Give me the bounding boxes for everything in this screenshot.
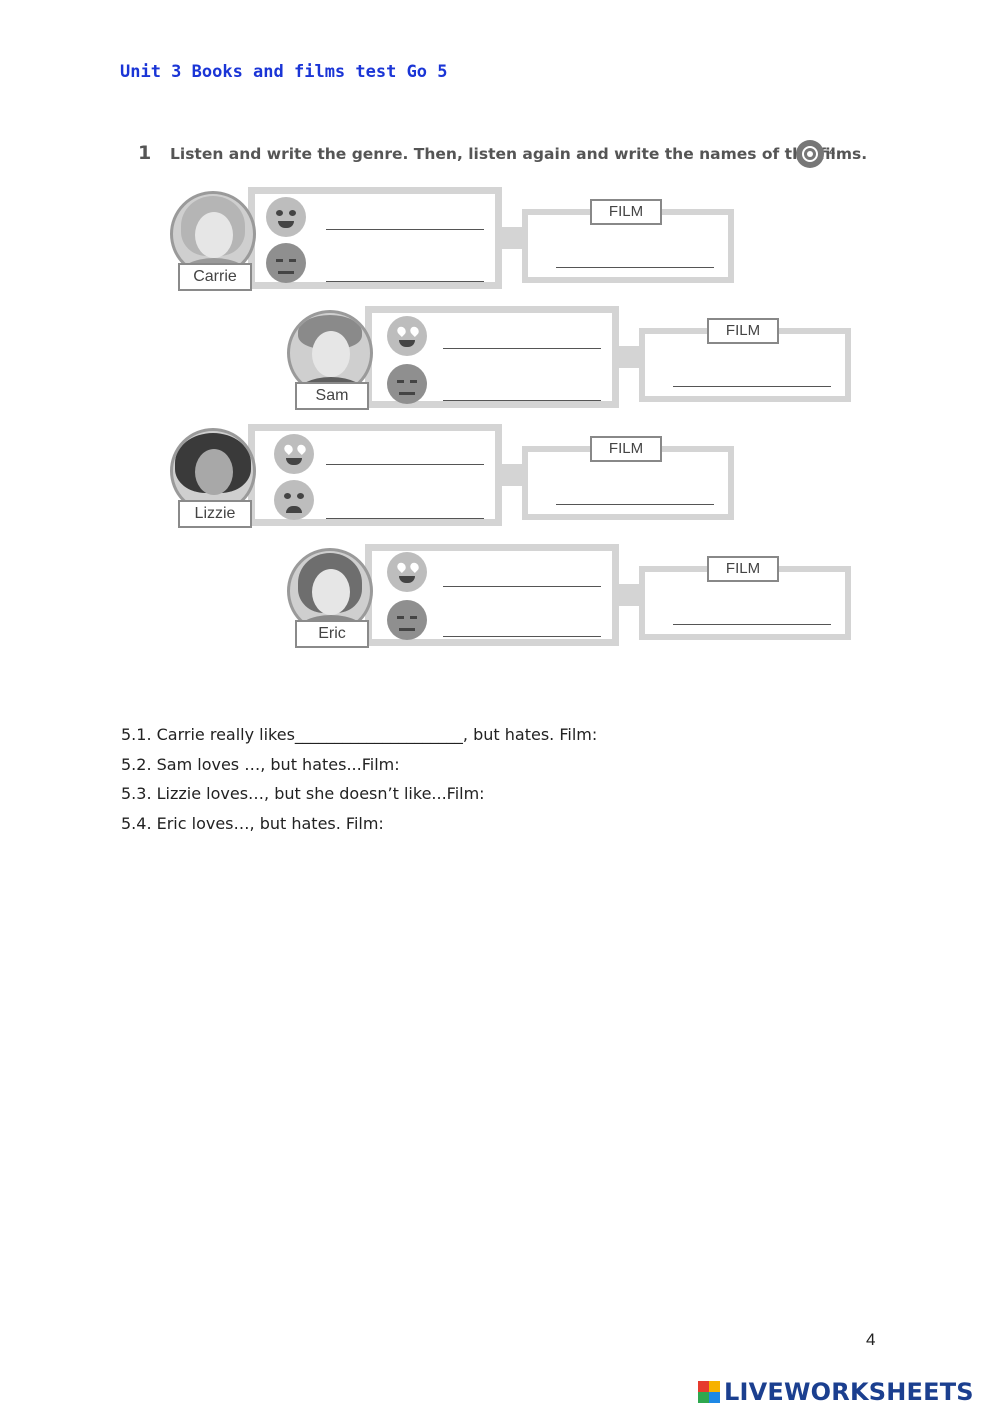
person-row-carrie: Carrie FILM bbox=[170, 187, 860, 297]
heart-eyes-face-icon bbox=[387, 552, 427, 592]
person-row-lizzie: Lizzie FILM bbox=[170, 424, 860, 534]
brand-name: LIVEWORKSHEETS bbox=[724, 1378, 974, 1406]
genre-answer-line[interactable] bbox=[443, 348, 601, 349]
heart-eyes-face-icon bbox=[387, 316, 427, 356]
sentence-item: 5.1. Carrie really likes________________… bbox=[121, 725, 598, 744]
person-row-sam: Sam FILM bbox=[287, 306, 977, 416]
smiling-face-icon bbox=[266, 197, 306, 237]
film-answer-line[interactable] bbox=[673, 624, 831, 625]
brand-logo: LIVEWORKSHEETS bbox=[698, 1378, 974, 1406]
genre-answer-line[interactable] bbox=[326, 281, 484, 282]
person-row-eric: Eric FILM bbox=[287, 544, 977, 654]
film-answer-line[interactable] bbox=[556, 267, 714, 268]
genre-answer-line[interactable] bbox=[326, 229, 484, 230]
connector bbox=[617, 346, 641, 368]
sentence-list: 5.1. Carrie really likes________________… bbox=[121, 725, 597, 843]
sad-face-icon bbox=[274, 480, 314, 520]
film-label: FILM bbox=[707, 556, 779, 582]
angry-face-icon bbox=[387, 364, 427, 404]
genre-answer-line[interactable] bbox=[443, 400, 601, 401]
name-tag: Carrie bbox=[178, 263, 252, 291]
avatar-sam bbox=[287, 310, 373, 396]
avatar-eric bbox=[287, 548, 373, 634]
page-number: 4 bbox=[866, 1330, 876, 1349]
exercise-instruction: Listen and write the genre. Then, listen… bbox=[170, 145, 868, 163]
genre-answer-line[interactable] bbox=[326, 464, 484, 465]
connector bbox=[500, 227, 524, 249]
sentence-item: 5.4. Eric loves…, but hates. Film: bbox=[121, 813, 384, 833]
name-tag: Lizzie bbox=[178, 500, 252, 528]
name-tag: Eric bbox=[295, 620, 369, 648]
film-answer-line[interactable] bbox=[556, 504, 714, 505]
exercise-number: 1 bbox=[138, 142, 152, 164]
sentence-item: 5.2. Sam loves …, but hates...Film: bbox=[121, 754, 400, 774]
film-label: FILM bbox=[590, 436, 662, 462]
genre-answer-line[interactable] bbox=[443, 586, 601, 587]
connector bbox=[500, 464, 524, 486]
name-tag: Sam bbox=[295, 382, 369, 410]
sentence-item: 5.3. Lizzie loves…, but she doesn’t like… bbox=[121, 784, 485, 803]
angry-face-icon bbox=[387, 600, 427, 640]
liveworksheets-logo-icon bbox=[698, 1381, 720, 1403]
film-label: FILM bbox=[590, 199, 662, 225]
connector bbox=[617, 584, 641, 606]
film-answer-line[interactable] bbox=[673, 386, 831, 387]
audio-track-number: 4 bbox=[829, 148, 836, 158]
film-label: FILM bbox=[707, 318, 779, 344]
genre-answer-line[interactable] bbox=[326, 518, 484, 519]
worksheet-title: Unit 3 Books and films test Go 5 bbox=[120, 62, 448, 82]
genre-answer-line[interactable] bbox=[443, 636, 601, 637]
heart-eyes-face-icon bbox=[274, 434, 314, 474]
cd-icon[interactable] bbox=[796, 140, 824, 168]
angry-face-icon bbox=[266, 243, 306, 283]
